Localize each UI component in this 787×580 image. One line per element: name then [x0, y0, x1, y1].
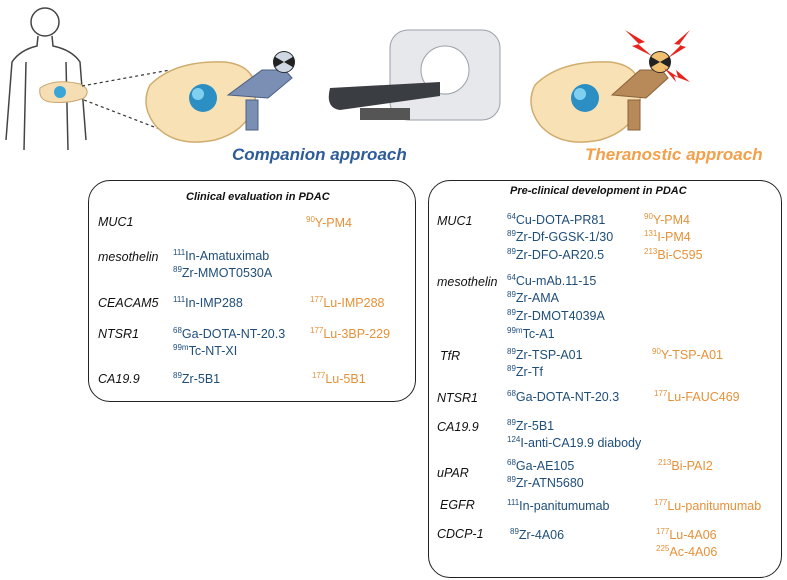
tracer-in-imp288: 111In-IMP288 — [173, 295, 243, 310]
theranostic-approach-heading: Theranostic approach — [585, 145, 763, 164]
therapy-bi-c595: 213Bi-C595 — [644, 247, 703, 262]
target-ca199: CA19.9 — [98, 372, 140, 386]
tracer-zr-tsp-a01: 89Zr-TSP-A01 — [507, 347, 583, 362]
tracer-ga-dota-nt-203-pre: 68Ga-DOTA-NT-20.3 — [507, 389, 620, 404]
target-ca199-pre: CA19.9 — [437, 420, 479, 434]
tracer-zr-5b1-pre: 89Zr-5B1 — [507, 418, 555, 433]
tracer-tc-a1: 99mTc-A1 — [507, 326, 555, 341]
tracer-in-amatuximab: 111In-Amatuximab — [173, 248, 270, 263]
tracer-ga-ae105: 68Ga-AE105 — [507, 458, 575, 473]
tracer-in-panitumumab: 111In-panitumumab — [507, 498, 610, 513]
tracer-zr-mmot0530a: 89Zr-MMOT0530A — [173, 265, 273, 280]
radiation-bolt-icons — [625, 30, 690, 82]
target-mesothelin-pre: mesothelin — [437, 275, 498, 289]
therapy-lu-panitumumab: 177Lu-panitumumab — [654, 498, 762, 513]
therapy-lu-imp288: 177Lu-IMP288 — [310, 295, 385, 310]
therapy-lu-fauc469: 177Lu-FAUC469 — [654, 389, 740, 404]
target-mesothelin: mesothelin — [98, 250, 159, 264]
tracer-ga-dota-nt-203: 68Ga-DOTA-NT-20.3 — [173, 326, 286, 341]
tracer-zr-atn5680: 89Zr-ATN5680 — [507, 475, 584, 490]
therapy-lu-4a06: 177Lu-4A06 — [656, 527, 717, 542]
target-tfr-pre: TfR — [440, 349, 461, 363]
antibody-tracer-icon — [226, 51, 295, 131]
tracer-cu-dota-pr81: 64Cu-DOTA-PR81 — [507, 212, 606, 227]
target-cdcp1-pre: CDCP-1 — [437, 527, 484, 541]
tracer-zr-dmot4039a: 89Zr-DMOT4039A — [507, 308, 605, 323]
preclinical-box-title: Pre-clinical development in PDAC — [510, 185, 687, 197]
target-egfr-pre: EGFR — [440, 498, 475, 512]
therapy-i-pm4: 131I-PM4 — [644, 229, 691, 244]
therapeutic-antibody-icon — [610, 51, 671, 131]
therapy-lu-5b1: 177Lu-5B1 — [312, 371, 366, 386]
therapy-y-pm4-pre: 90Y-PM4 — [644, 212, 690, 227]
therapy-lu-3bp-229: 177Lu-3BP-229 — [310, 326, 391, 341]
tracer-zr-4a06: 89Zr-4A06 — [510, 527, 565, 542]
pancreas-tumor-icon-right — [530, 61, 642, 143]
tracer-cu-mab1115: 64Cu-mAb.11-15 — [507, 273, 597, 288]
therapy-y-pm4: 90Y-PM4 — [306, 215, 352, 230]
clinical-evaluation-box — [88, 180, 416, 402]
tracer-zr-df-ggsk: 89Zr-Df-GGSK-1/30 — [507, 229, 614, 244]
human-body-icon — [5, 7, 87, 151]
zoom-lines — [81, 69, 176, 136]
tracer-tc-nt-xi: 99mTc-NT-XI — [173, 343, 238, 358]
target-ntsr1: NTSR1 — [98, 327, 139, 341]
target-ntsr1-pre: NTSR1 — [437, 391, 478, 405]
clinical-box-title: Clinical evaluation in PDAC — [186, 191, 330, 203]
preclinical-development-box — [428, 180, 782, 578]
target-ceacam5: CEACAM5 — [98, 296, 159, 310]
tracer-zr-5b1: 89Zr-5B1 — [173, 371, 221, 386]
target-upar-pre: uPAR — [437, 466, 469, 480]
pet-scanner-icon — [328, 29, 501, 121]
target-muc1-pre: MUC1 — [437, 214, 473, 228]
therapy-bi-pai2: 213Bi-PAI2 — [658, 458, 713, 473]
therapy-ac-4a06: 225Ac-4A06 — [656, 544, 718, 559]
tracer-zr-dfo-ar205: 89Zr-DFO-AR20.5 — [507, 247, 605, 262]
therapy-y-tsp-a01: 90Y-TSP-A01 — [652, 347, 723, 362]
companion-approach-heading: Companion approach — [232, 145, 407, 164]
tracer-zr-ama: 89Zr-AMA — [507, 290, 559, 305]
pancreas-tumor-icon-left — [145, 61, 257, 143]
tracer-zr-tf: 89Zr-Tf — [507, 364, 543, 379]
target-muc1: MUC1 — [98, 215, 134, 229]
small-pancreas-icon — [39, 81, 88, 103]
tracer-i-anti-ca199-diabody: 124I-anti-CA19.9 diabody — [507, 435, 642, 450]
